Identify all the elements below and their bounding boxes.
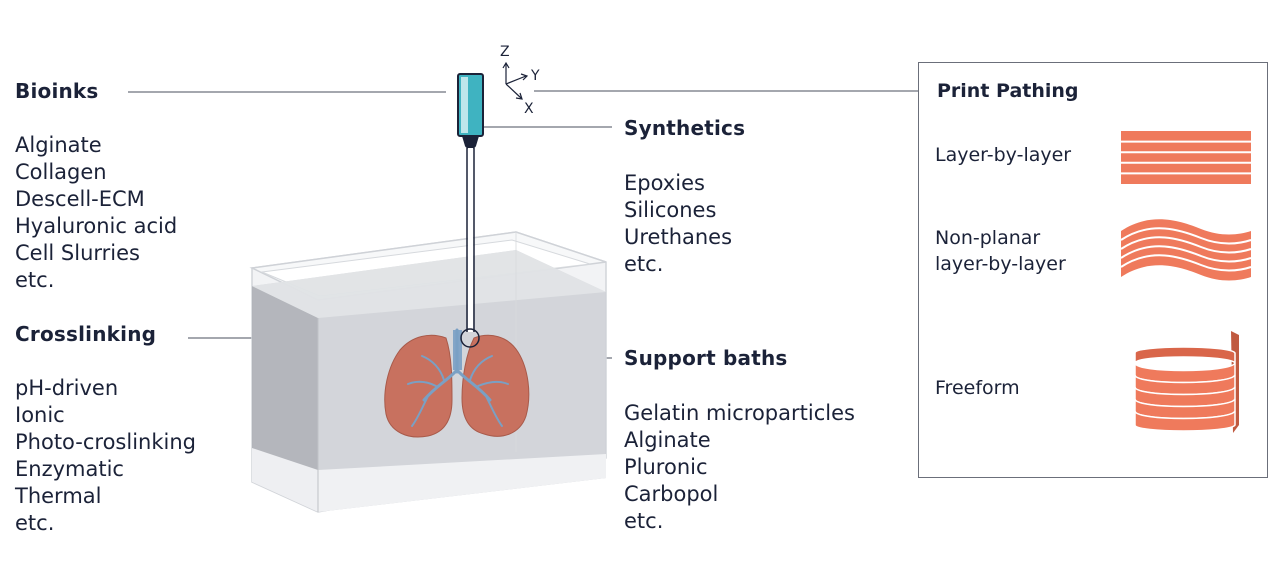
bioinks-item: etc. [15,268,55,292]
layer-by-layer-icon [1121,131,1251,184]
crosslinking-heading: Crosslinking [15,322,157,346]
axis-x-label: X [524,101,534,117]
crosslinking-item: Enzymatic [15,457,124,481]
support-baths-item: etc. [624,509,664,533]
freeform-icon [1134,331,1239,433]
synthetics-item: Urethanes [624,225,733,249]
freeform-label: Freeform [935,377,1020,399]
bioinks-list: Alginate Collagen Descell-ECM Hyaluronic… [15,132,177,294]
crosslinking-item: Photo-croslinking [15,430,196,454]
bioinks-item: Cell Slurries [15,241,140,265]
bioinks-item: Collagen [15,160,107,184]
support-baths-item: Gelatin microparticles [624,401,855,425]
lung-model [384,328,530,438]
synthetics-list: Epoxies Silicones Urethanes etc. [624,170,732,278]
synthetics-heading: Synthetics [624,116,746,140]
support-baths-item: Carbopol [624,482,719,506]
non-planar-label: Non-planar layer-by-layer [935,225,1066,277]
crosslinking-list: pH-driven Ionic Photo-croslinking Enzyma… [15,375,196,537]
support-baths-list: Gelatin microparticles Alginate Pluronic… [624,400,855,535]
crosslinking-item: Ionic [15,403,65,427]
crosslinking-item: etc. [15,511,55,535]
non-planar-label-line: Non-planar [935,227,1041,249]
print-pathing-title: Print Pathing [937,80,1079,102]
crosslinking-item: pH-driven [15,376,119,400]
support-baths-item: Alginate [624,428,711,452]
bioinks-item: Hyaluronic acid [15,214,178,238]
synthetics-item: Silicones [624,198,717,222]
synthetics-item: etc. [624,252,664,276]
synthetics-item: Epoxies [624,171,705,195]
axis-z-label: Z [500,44,510,60]
axis-indicator [502,61,529,100]
print-nozzle [457,73,484,348]
crosslinking-item: Thermal [15,484,102,508]
support-baths-item: Pluronic [624,455,708,479]
non-planar-icon [1121,219,1252,281]
support-baths-heading: Support baths [624,346,788,370]
layer-by-layer-label: Layer-by-layer [935,144,1072,166]
axis-y-label: Y [530,68,540,84]
non-planar-label-line: layer-by-layer [935,253,1066,275]
bioinks-item: Descell-ECM [15,187,145,211]
bioinks-heading: Bioinks [15,79,99,103]
bioinks-item: Alginate [15,133,102,157]
print-pathing-panel: Print Pathing Layer-by-layer Non-planar … [918,62,1268,478]
